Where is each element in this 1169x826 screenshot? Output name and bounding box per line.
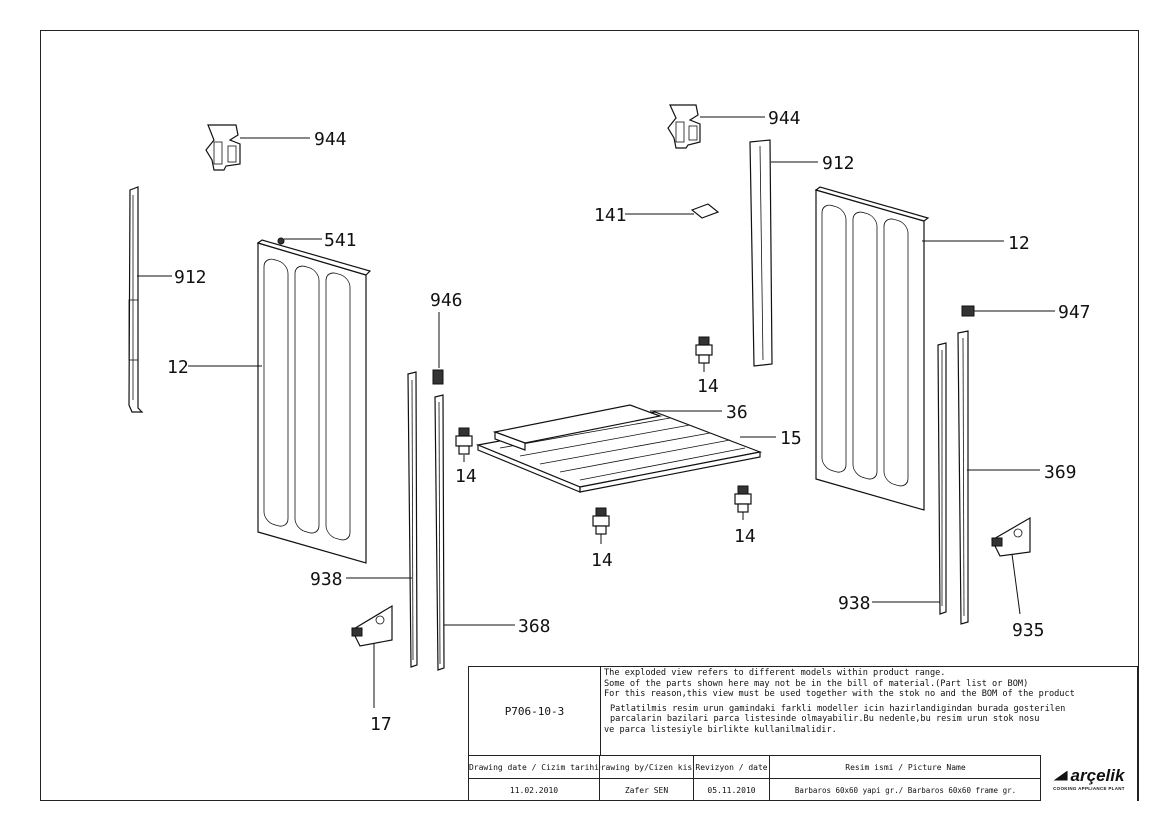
value-drawing-by: Zafer SEN <box>600 779 694 801</box>
drawing-code: P706-10-3 <box>469 667 601 755</box>
header-picture-name: Resim ismi / Picture Name <box>845 762 966 772</box>
logo-text: arçelik <box>1070 765 1125 785</box>
callout-369: 369 <box>1044 462 1077 483</box>
hinge-944-left <box>205 124 241 171</box>
callout-14-bottom-left: 14 <box>591 550 613 571</box>
side-panel-12-left <box>256 239 372 564</box>
callout-141: 141 <box>594 205 627 226</box>
bracket-946 <box>432 369 444 385</box>
foot-14-left <box>455 427 473 455</box>
rail-912-right <box>749 139 773 367</box>
callout-935: 935 <box>1012 620 1045 641</box>
callout-541: 541 <box>324 230 357 251</box>
note-tr-2: parcalarin bazilari parca listesinde olm… <box>610 714 1040 725</box>
logo-mark-icon <box>1053 770 1068 781</box>
corner-bracket-17 <box>351 604 393 647</box>
callout-938-left: 938 <box>310 569 343 590</box>
callout-14-bottom-right: 14 <box>734 526 756 547</box>
callout-944-right: 944 <box>768 108 801 129</box>
foot-14-bottom-right <box>734 485 752 513</box>
bracket-947 <box>961 305 975 317</box>
value-revision: 05.11.2010 <box>694 779 770 801</box>
callout-36: 36 <box>726 402 748 423</box>
callout-944-left: 944 <box>314 129 347 150</box>
callout-12-left: 12 <box>167 357 189 378</box>
logo-subtitle: COOKING APPLIANCE PLANT <box>1053 785 1125 791</box>
rail-938-left <box>407 371 418 668</box>
base-frame-15 <box>475 411 763 493</box>
rail-369 <box>957 330 969 625</box>
title-block-header-row: Drawing date / Cizim tarihi Drawing by/C… <box>469 755 1041 778</box>
duct-36 <box>492 404 663 451</box>
corner-bracket-935 <box>991 516 1031 557</box>
side-panel-12-right <box>814 186 930 511</box>
header-drawing-date: Drawing date / Cizim tarihi <box>469 756 600 778</box>
value-drawing-date: 11.02.2010 <box>469 779 600 801</box>
title-block: P706-10-3 The exploded view refers to di… <box>468 666 1138 801</box>
header-drawing-by: Drawing by/Cizen kisi <box>600 756 694 778</box>
callout-912-right: 912 <box>822 153 855 174</box>
hinge-944-right <box>667 104 701 149</box>
note-en-1: The exploded view refers to different mo… <box>604 668 946 678</box>
foot-14-bottom-left <box>592 507 610 535</box>
rail-938-right <box>937 342 947 615</box>
header-revision: Revizyon / date <box>694 756 770 778</box>
callout-12-right: 12 <box>1008 233 1030 254</box>
title-block-value-row: 11.02.2010 Zafer SEN 05.11.2010 Barbaros… <box>469 778 1041 801</box>
callout-947: 947 <box>1058 302 1091 323</box>
plate-141 <box>690 203 720 219</box>
rail-912-left <box>128 186 144 413</box>
callout-15: 15 <box>780 428 802 449</box>
callout-17: 17 <box>370 714 392 735</box>
value-picture-name: Barbaros 60x60 yapi gr./ Barbaros 60x60 … <box>794 785 1017 795</box>
callout-368: 368 <box>518 616 551 637</box>
callout-912-left: 912 <box>174 267 207 288</box>
rail-368 <box>434 394 445 671</box>
callout-938-right: 938 <box>838 593 871 614</box>
note-en-3: For this reason,this view must be used t… <box>604 689 1075 700</box>
note-en-2: Some of the parts shown here may not be … <box>604 678 1029 689</box>
callout-14-top: 14 <box>697 376 719 397</box>
callout-14-left: 14 <box>455 466 477 487</box>
note-tr-1: Patlatilmis resim urun gamindaki farkli … <box>610 703 1066 714</box>
foot-14-top <box>695 336 713 364</box>
note-tr-3: ve parca listesiyle birlikte kullanilmal… <box>604 724 837 735</box>
callout-946: 946 <box>430 290 463 311</box>
company-logo: arçelik COOKING APPLIANCE PLANT <box>1040 755 1137 801</box>
drawing-notes: The exploded view refers to different mo… <box>601 667 1137 755</box>
